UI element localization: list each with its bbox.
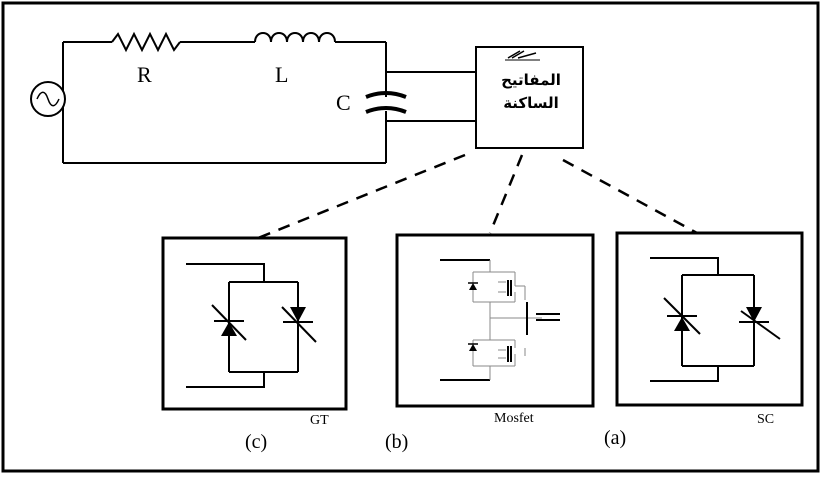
gt-thyristor-panel xyxy=(161,236,348,411)
mosfet-tag: Mosfet xyxy=(494,411,534,426)
variant-a-letter: (a) xyxy=(604,427,626,449)
dashed-connectors xyxy=(257,153,698,240)
sc-thyristor-panel xyxy=(615,231,804,407)
rlc-circuit xyxy=(62,31,476,164)
capacitor-label: C xyxy=(336,90,351,115)
variant-b-letter: (b) xyxy=(385,431,408,453)
ac-source-symbol xyxy=(30,81,66,117)
gt-tag: GT xyxy=(310,413,329,428)
switch-box-label-line1: المفاتيح xyxy=(501,71,561,89)
capacitor-symbol xyxy=(365,91,407,99)
mosfet-wiring xyxy=(472,260,542,380)
mosfet-panel xyxy=(395,233,595,408)
resistor-label: R xyxy=(137,62,152,87)
resistor-symbol xyxy=(111,31,181,53)
switch-box-label-line2: الساكنة xyxy=(503,94,559,112)
sc-tag: SC xyxy=(757,412,774,427)
inductor-symbol xyxy=(254,32,336,43)
static-switch-box xyxy=(475,46,584,149)
switch-box-scribble xyxy=(505,50,540,61)
variant-c-letter: (c) xyxy=(245,431,267,453)
inductor-label: L xyxy=(275,62,288,87)
mosfet-channels xyxy=(507,280,560,362)
